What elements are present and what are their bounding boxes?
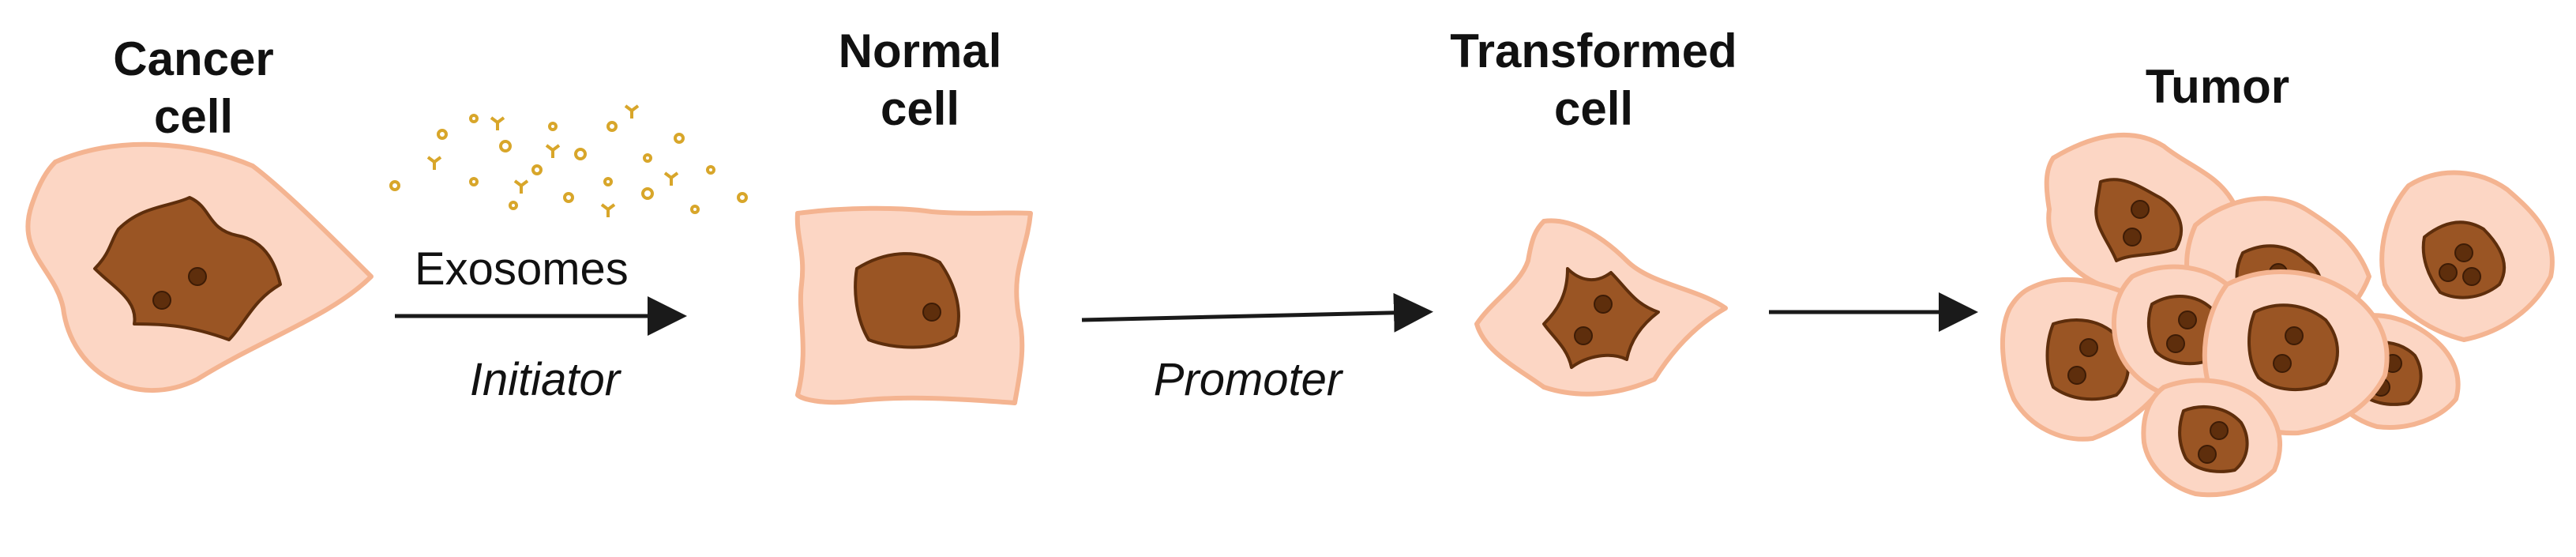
- exosomes-label: Exosomes: [415, 243, 629, 295]
- tumor-cell: [2141, 378, 2282, 498]
- transformed-cell: [1474, 218, 1728, 397]
- tumor-title: Tumor: [2146, 60, 2289, 113]
- initiator-label: Initiator: [470, 354, 622, 405]
- transformed-cell-title-line2: cell: [1554, 82, 1633, 135]
- normal-cell-title-line1: Normal: [839, 24, 1002, 77]
- normal-cell-title-line2: cell: [881, 82, 959, 135]
- normal-cell: [794, 205, 1033, 405]
- tumor-cluster: [2000, 132, 2555, 498]
- promoter-label: Promoter: [1154, 354, 1344, 405]
- tumor-cell: [2379, 170, 2555, 342]
- promoter-arrow: [1081, 292, 1433, 333]
- cancer-cell-title-line2: cell: [154, 90, 233, 143]
- cancer-cell: [25, 141, 374, 393]
- transformed-cell-title-line1: Transformed: [1450, 24, 1737, 77]
- exosome-particles: [389, 104, 748, 217]
- cancer-cell-title-line1: Cancer: [113, 32, 273, 85]
